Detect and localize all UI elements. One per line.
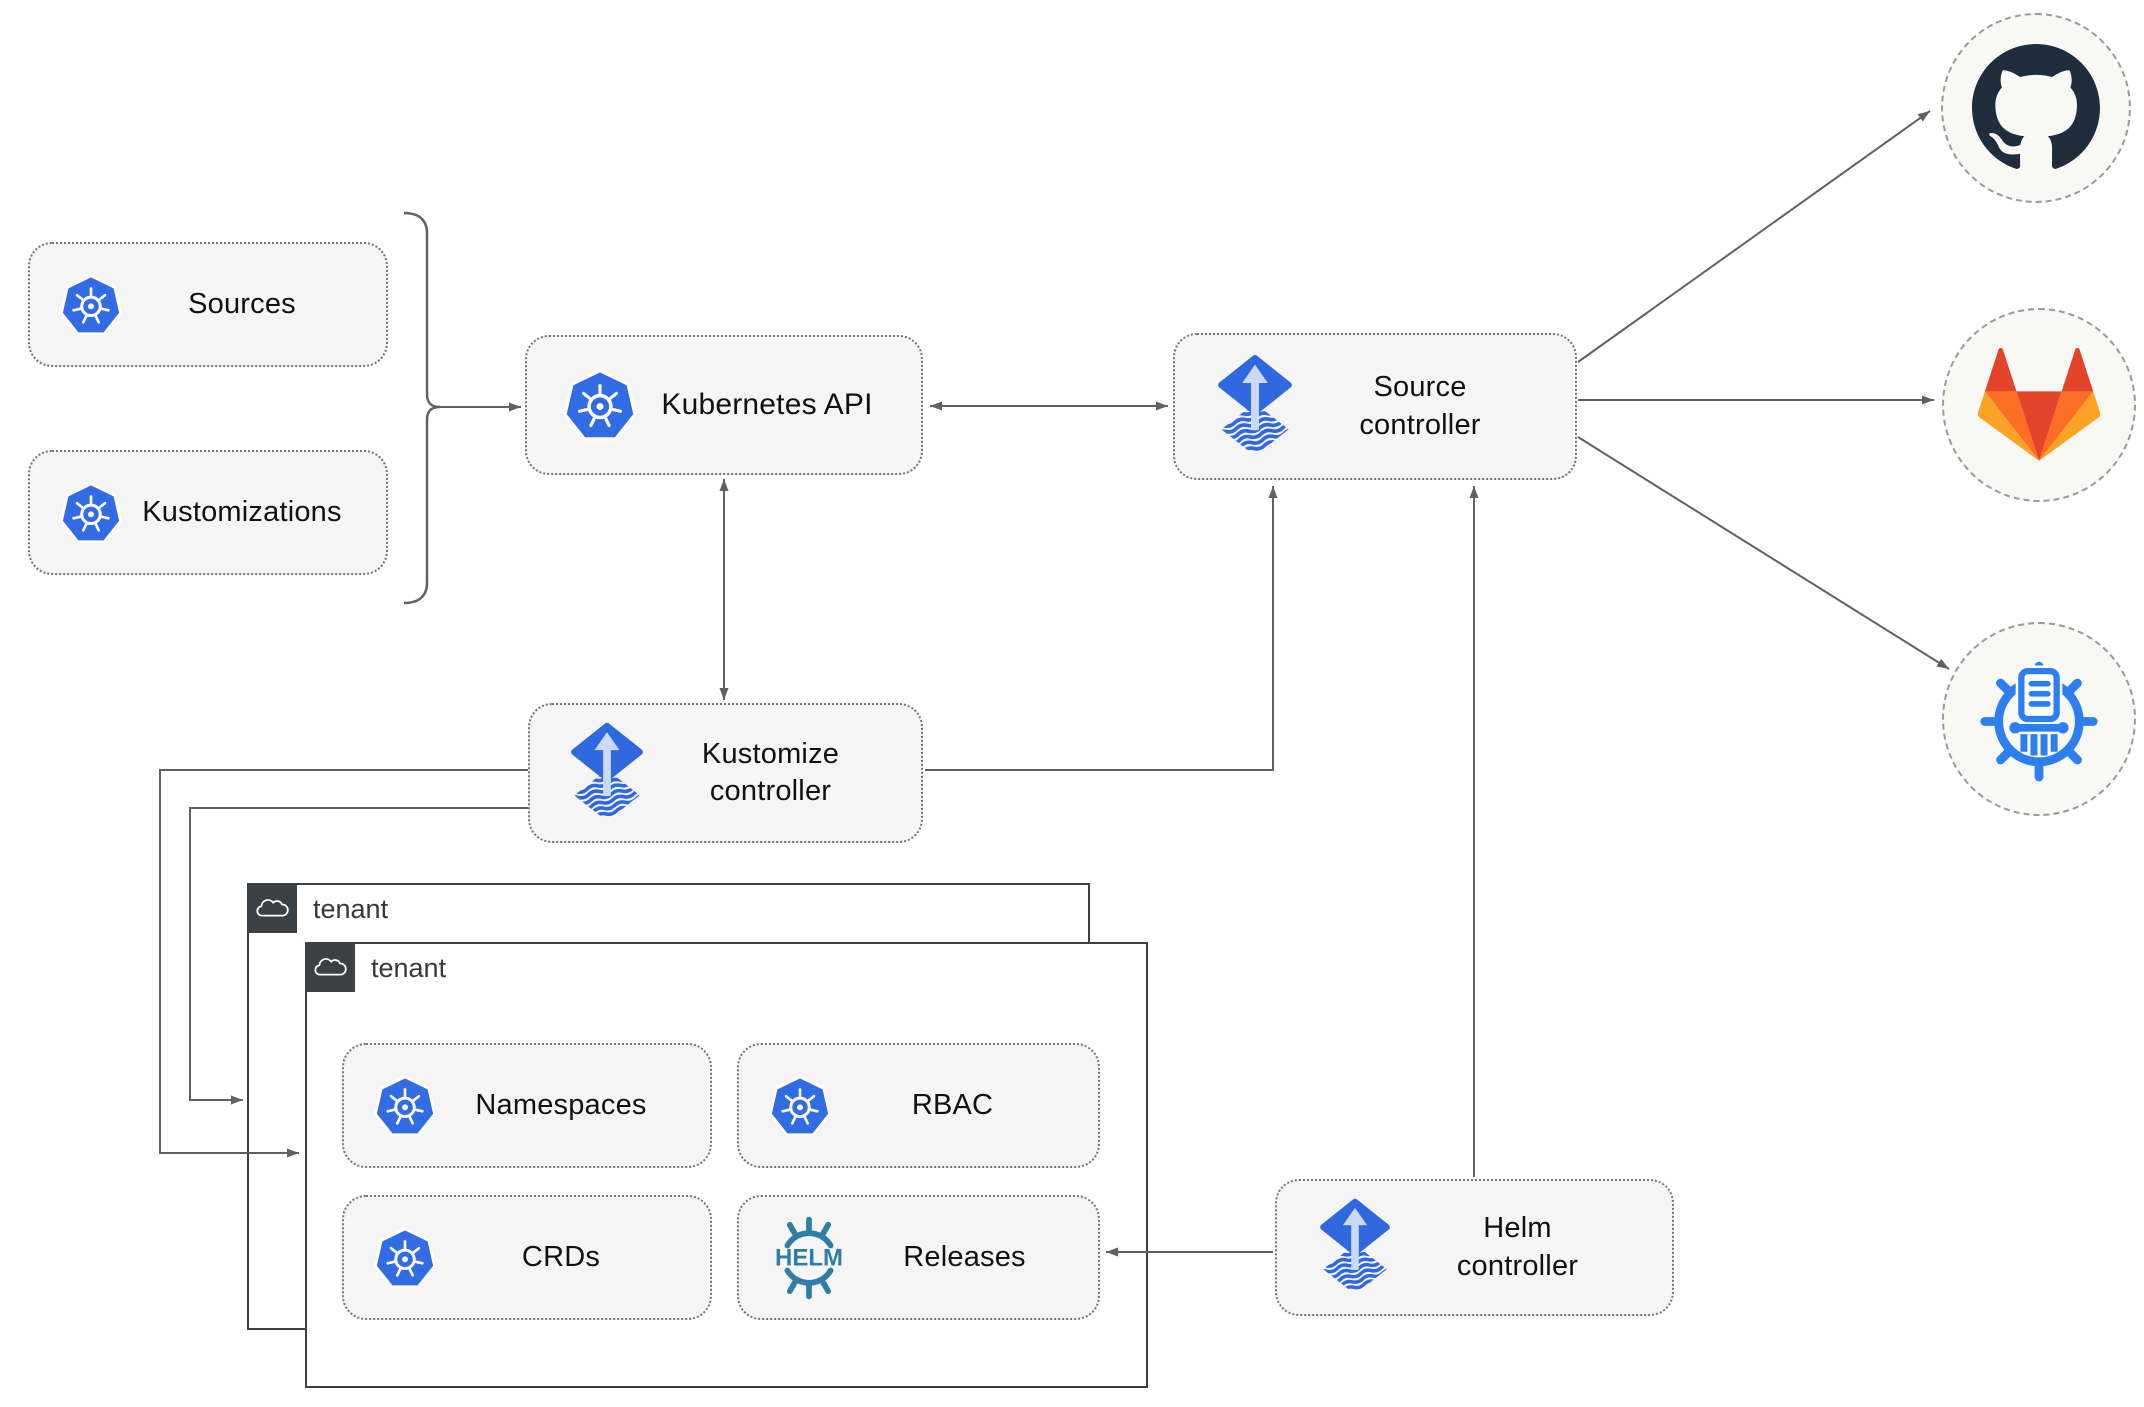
edge-source-to-github	[1577, 110, 1931, 363]
gitlab-icon	[1977, 346, 2101, 464]
node-label: Source controller	[1359, 371, 1481, 441]
flux-icon	[1317, 1198, 1393, 1298]
helm-icon: HELM	[761, 1210, 857, 1306]
chip-sources: Sources	[28, 242, 388, 367]
storage-bucket-icon	[1976, 656, 2102, 782]
node-kubernetes-api: Kubernetes API	[525, 335, 923, 475]
tenant-label: tenant	[371, 953, 447, 983]
github-icon	[1972, 44, 2100, 172]
edge-kustomize-to-source	[925, 486, 1278, 771]
chip-label: RBAC	[911, 1089, 994, 1121]
kubernetes-icon	[372, 1073, 438, 1139]
node-kustomize-controller: Kustomize controller	[528, 703, 923, 843]
cloud-icon	[255, 895, 289, 921]
chip-label: Namespaces	[475, 1089, 647, 1121]
helm-logo-text: HELM	[775, 1244, 843, 1271]
chip-label: Kustomizations	[142, 496, 342, 528]
chip-kustomizations: Kustomizations	[28, 450, 388, 575]
kubernetes-icon	[372, 1225, 438, 1291]
kubernetes-icon	[58, 272, 124, 338]
chip-label: CRDs	[521, 1241, 601, 1273]
edge-source-to-bucket	[1577, 436, 1950, 670]
brace-sources-group	[403, 211, 441, 605]
node-source-controller: Source controller	[1173, 333, 1577, 480]
kubernetes-icon	[767, 1073, 833, 1139]
remote-github	[1941, 13, 2131, 203]
chip-rbac: RBAC	[737, 1043, 1100, 1168]
chip-namespaces: Namespaces	[342, 1043, 712, 1168]
remote-storage-bucket	[1942, 622, 2136, 816]
flux-icon	[1215, 354, 1295, 460]
node-label: Kustomize controller	[701, 737, 840, 807]
cloud-icon	[313, 954, 347, 980]
chip-releases: HELM Releases	[737, 1195, 1100, 1320]
tenant-label: tenant	[313, 894, 389, 924]
kubernetes-icon	[561, 366, 639, 444]
chip-crds: CRDs	[342, 1195, 712, 1320]
kubernetes-icon	[58, 480, 124, 546]
node-label: Helm controller	[1456, 1212, 1579, 1282]
flux-icon	[568, 722, 646, 825]
tenant-badge	[247, 883, 297, 933]
node-helm-controller: Helm controller	[1275, 1179, 1674, 1316]
chip-label: Sources	[188, 288, 296, 320]
tenant-badge	[305, 942, 355, 992]
remote-gitlab	[1942, 308, 2136, 502]
node-label: Kubernetes API	[661, 388, 873, 421]
chip-label: Releases	[903, 1241, 1026, 1273]
